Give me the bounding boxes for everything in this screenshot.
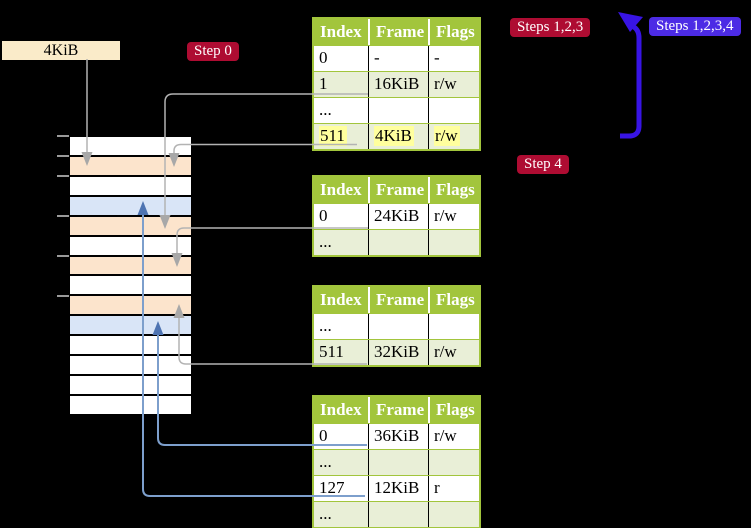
- column-header-flags: Flags: [428, 287, 479, 313]
- table-cell: ...: [319, 316, 332, 335]
- column-header-frame: Frame: [368, 19, 428, 45]
- memory-row-free: [70, 376, 191, 394]
- address-tick: [57, 155, 69, 157]
- address-tick: [57, 135, 69, 137]
- column-header-index: Index: [320, 400, 362, 419]
- table-cell: r: [428, 476, 479, 501]
- memory-row-free: [70, 137, 191, 155]
- table-cell: r/w: [428, 340, 479, 365]
- column-header-flags: Flags: [428, 19, 479, 45]
- table-cell: 4KiB: [368, 124, 428, 149]
- table-cell: 24KiB: [368, 204, 428, 229]
- table-cell: 127: [319, 478, 345, 497]
- memory-row-free: [70, 395, 191, 414]
- table-cell: ...: [319, 452, 332, 471]
- table-row: ...: [314, 313, 479, 339]
- table-cell: [428, 98, 479, 123]
- table-cell: 12KiB: [368, 476, 428, 501]
- table-cell: [428, 450, 479, 475]
- table-cell: r/w: [428, 204, 479, 229]
- table-cell: ...: [319, 100, 332, 119]
- table-cell: 0: [319, 206, 328, 225]
- badge-step0: Step 0: [187, 42, 239, 61]
- table-cell: 511: [314, 124, 368, 149]
- memory-row-free: [70, 176, 191, 195]
- table-row: 0 --: [314, 45, 479, 71]
- memory-row-mapped-page: [70, 196, 191, 215]
- column-header-flags: Flags: [428, 177, 479, 203]
- highlighted-value: 511: [319, 126, 347, 146]
- memory-row-page-table: [70, 216, 191, 235]
- table-cell: 16KiB: [368, 72, 428, 97]
- table-row: ...: [314, 229, 479, 255]
- page-size-label: 4KiB: [2, 41, 120, 60]
- arrowhead-upleft-icon: [618, 12, 643, 32]
- highlighted-value: 4KiB: [374, 126, 414, 146]
- column-header-index: Index: [320, 22, 362, 41]
- memory-row-mapped-page: [70, 316, 191, 335]
- table-cell: r/w: [428, 124, 479, 149]
- table-cell: [368, 314, 428, 339]
- recursive-loop-arrow: [620, 23, 642, 139]
- table-cell: r/w: [428, 424, 479, 449]
- address-tick: [57, 215, 69, 217]
- table-row: 511 4KiB r/w: [314, 123, 479, 149]
- memory-row-free: [70, 356, 191, 375]
- table-cell: ...: [319, 232, 332, 251]
- column-header-frame: Frame: [368, 397, 428, 423]
- table-cell: -: [368, 46, 428, 71]
- table-cell: [368, 502, 428, 527]
- column-header-frame: Frame: [368, 177, 428, 203]
- column-header-frame: Frame: [368, 287, 428, 313]
- highlighted-value: r/w: [434, 126, 460, 146]
- table-cell: [428, 230, 479, 255]
- physical-memory-column: [70, 137, 191, 414]
- table-cell: 0: [319, 426, 328, 445]
- table-cell: [368, 98, 428, 123]
- column-header-flags: Flags: [428, 397, 479, 423]
- table-cell: [368, 450, 428, 475]
- memory-row-free: [70, 336, 191, 355]
- table-cell: -: [428, 46, 479, 71]
- badge-steps-1234: Steps 1,2,3,4: [649, 17, 741, 36]
- table-cell: r/w: [428, 72, 479, 97]
- table-cell: 32KiB: [368, 340, 428, 365]
- table-cell: [428, 502, 479, 527]
- table-cell: [428, 314, 479, 339]
- address-tick: [57, 295, 69, 297]
- table-row: ...: [314, 501, 479, 527]
- memory-row-free: [70, 276, 191, 295]
- table-row: ...: [314, 97, 479, 123]
- table-cell: [368, 230, 428, 255]
- memory-row-page-table: [70, 156, 191, 175]
- badge-step4: Step 4: [517, 155, 569, 174]
- table-cell: ...: [319, 504, 332, 523]
- memory-row-page-table: [70, 296, 191, 315]
- table-cell: 511: [319, 342, 344, 361]
- memory-row-free: [70, 236, 191, 255]
- memory-row-page-table: [70, 256, 191, 275]
- table-cell: 0: [319, 48, 328, 67]
- column-header-index: Index: [320, 180, 362, 199]
- table-row: ...: [314, 449, 479, 475]
- table-cell: 36KiB: [368, 424, 428, 449]
- badge-steps-123: Steps 1,2,3: [510, 18, 591, 37]
- address-tick: [57, 175, 69, 177]
- column-header-index: Index: [320, 290, 362, 309]
- address-tick: [57, 255, 69, 257]
- table-cell: 1: [319, 74, 328, 93]
